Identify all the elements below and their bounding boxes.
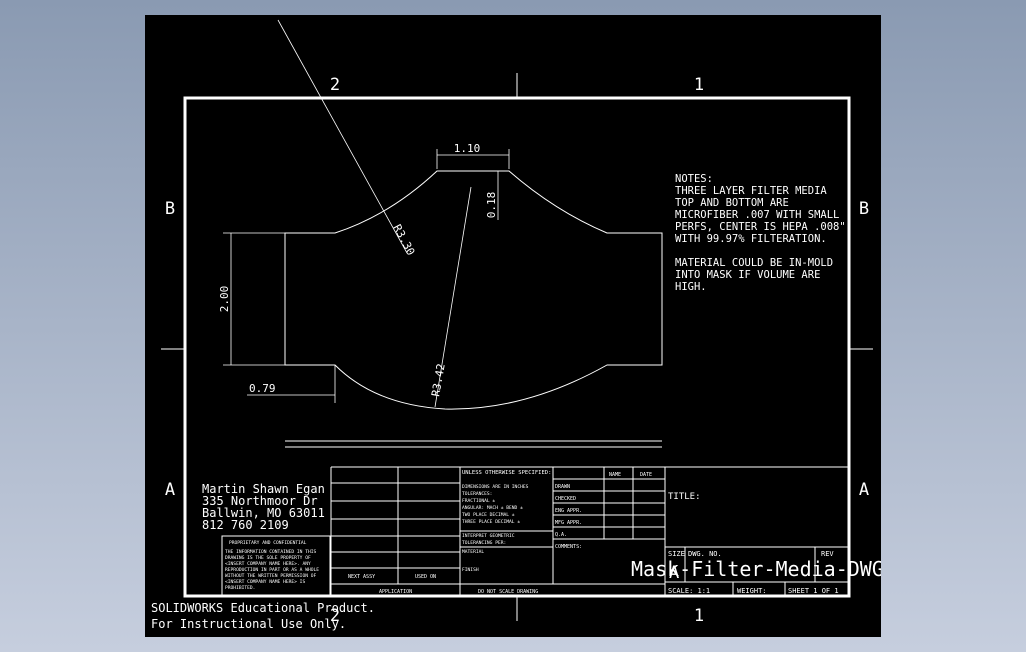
- dwg-no-value: Mask-Filter-Media-DWG: [631, 557, 881, 581]
- do-not-scale-label: DO NOT SCALE DRAWING: [478, 589, 538, 595]
- zone-label-1-bottom: 1: [694, 606, 704, 626]
- dimension-offset-value: 0.79: [249, 382, 276, 395]
- material-label: MATERIAL: [462, 549, 484, 555]
- rev-label: REV: [821, 550, 834, 558]
- dimension-width-top-value: 1.10: [454, 142, 481, 155]
- zone-label-a-right: A: [859, 480, 869, 500]
- tolerance-line: DIMENSIONS ARE IN INCHES: [462, 484, 529, 490]
- title-block-grid: [221, 466, 849, 597]
- filter-media-outline[interactable]: [284, 170, 663, 448]
- approval-row-mfg: MFG APPR.: [555, 520, 582, 526]
- approval-row-drawn: DRAWN: [555, 484, 570, 490]
- comments-label: COMMENTS:: [555, 544, 582, 550]
- sheet-label: SHEET 1 OF 1: [788, 587, 839, 595]
- dimension-radius-bottom[interactable]: R3.42: [429, 186, 472, 408]
- notes-line: TOP AND BOTTOM ARE: [675, 197, 789, 209]
- notes-line: WITH 99.97% FILTERATION.: [675, 233, 827, 245]
- notes-line: PERFS, CENTER IS HEPA .008": [675, 221, 846, 233]
- tolerance-line: THREE PLACE DECIMAL ±: [462, 519, 520, 525]
- finish-label: FINISH: [462, 567, 479, 573]
- scale-label: SCALE: 1:1: [668, 587, 710, 595]
- tolerance-line: TWO PLACE DECIMAL ±: [462, 512, 515, 518]
- proprietary-line: DRAWING IS THE SOLE PROPERTY OF: [225, 555, 311, 561]
- dimension-height[interactable]: 2.00: [218, 232, 285, 366]
- dimension-width-top[interactable]: 1.10: [436, 142, 510, 169]
- proprietary-block: PROPRIETARY AND CONFIDENTIAL THE INFORMA…: [225, 540, 319, 591]
- proprietary-line: PROHIBITED.: [225, 585, 255, 591]
- tolerance-line: TOLERANCES:: [462, 491, 492, 497]
- notes-line: HIGH.: [675, 281, 707, 293]
- drawing-viewport[interactable]: 2 1 2 1 B B A A 1.10 0.18 R3.30 R3.42 2.…: [145, 15, 881, 637]
- zone-label-2-top: 2: [330, 75, 340, 95]
- tolerances-block: UNLESS OTHERWISE SPECIFIED: DIMENSIONS A…: [462, 470, 551, 595]
- notes-line: NOTES:: [675, 173, 713, 185]
- zone-label-b-right: B: [859, 199, 869, 219]
- notes-line: MATERIAL COULD BE IN-MOLD: [675, 257, 833, 269]
- next-assy-label: NEXT ASSY: [348, 574, 375, 580]
- tolerance-header: UNLESS OTHERWISE SPECIFIED:: [462, 470, 551, 476]
- dimension-radius-top-value: R3.30: [390, 222, 417, 257]
- interpret-line: INTERPRET GEOMETRIC: [462, 533, 515, 539]
- application-label: APPLICATION: [379, 589, 412, 595]
- title-label: TITLE:: [668, 492, 701, 502]
- approval-date-header: DATE: [640, 472, 652, 478]
- notes-line: MICROFIBER .007 WITH SMALL: [675, 209, 839, 221]
- tolerance-line: FRACTIONAL ±: [462, 498, 495, 504]
- approval-row-qa: Q.A.: [555, 532, 567, 538]
- author-phone: 812 760 2109: [202, 518, 289, 532]
- dimension-radius-top[interactable]: R3.30: [277, 19, 417, 258]
- size-value: A: [669, 563, 679, 583]
- proprietary-line: WITHOUT THE WRITTEN PERMISSION OF: [225, 573, 317, 579]
- zone-label-2-bottom: 2: [330, 606, 340, 626]
- drawing-sheet: 2 1 2 1 B B A A 1.10 0.18 R3.30 R3.42 2.…: [151, 19, 881, 631]
- proprietary-title: PROPRIETARY AND CONFIDENTIAL: [229, 540, 307, 546]
- dimension-height-value: 2.00: [218, 286, 231, 313]
- used-on-label: USED ON: [415, 574, 436, 580]
- author-block: Martin Shawn Egan 335 Northmoor Dr Ballw…: [202, 482, 325, 532]
- interpret-line: TOLERANCING PER:: [462, 540, 506, 546]
- notes-block: NOTES: THREE LAYER FILTER MEDIA TOP AND …: [675, 173, 846, 293]
- zone-label-b-left: B: [165, 199, 175, 219]
- notes-line: THREE LAYER FILTER MEDIA: [675, 185, 827, 197]
- size-label: SIZE: [668, 550, 685, 558]
- zone-label-a-left: A: [165, 480, 175, 500]
- dimension-offset[interactable]: 0.79: [247, 365, 336, 403]
- dimension-drop-value: 0.18: [485, 192, 498, 219]
- author-city: Ballwin, MO 63011: [202, 506, 325, 520]
- approval-row-eng: ENG APPR.: [555, 508, 582, 514]
- approval-table: NAME DATE DRAWN CHECKED ENG APPR. MFG AP…: [555, 472, 652, 550]
- proprietary-line: REPRODUCTION IN PART OR AS A WHOLE: [225, 567, 319, 573]
- author-name: Martin Shawn Egan: [202, 482, 325, 496]
- proprietary-line: THE INFORMATION CONTAINED IN THIS: [225, 549, 317, 555]
- proprietary-line: <INSERT COMPANY NAME HERE> IS: [225, 579, 305, 585]
- weight-label: WEIGHT:: [737, 587, 767, 595]
- author-street: 335 Northmoor Dr: [202, 494, 318, 508]
- approval-name-header: NAME: [609, 472, 621, 478]
- notes-line: INTO MASK IF VOLUME ARE: [675, 269, 820, 281]
- dimension-radius-bottom-value: R3.42: [429, 363, 448, 398]
- watermark-line-2: For Instructional Use Only.: [151, 617, 346, 631]
- approval-row-checked: CHECKED: [555, 496, 576, 502]
- title-block: TITLE: SIZE DWG. NO. REV A Mask-Filter-M…: [631, 492, 881, 595]
- dwg-no-label: DWG. NO.: [688, 550, 722, 558]
- watermark-line-1: SOLIDWORKS Educational Product.: [151, 601, 375, 615]
- tolerance-line: ANGULAR: MACH ± BEND ±: [462, 505, 523, 511]
- proprietary-line: <INSERT COMPANY NAME HERE>. ANY: [225, 561, 311, 567]
- dimension-drop[interactable]: 0.18: [485, 171, 499, 220]
- zone-label-1-top: 1: [694, 75, 704, 95]
